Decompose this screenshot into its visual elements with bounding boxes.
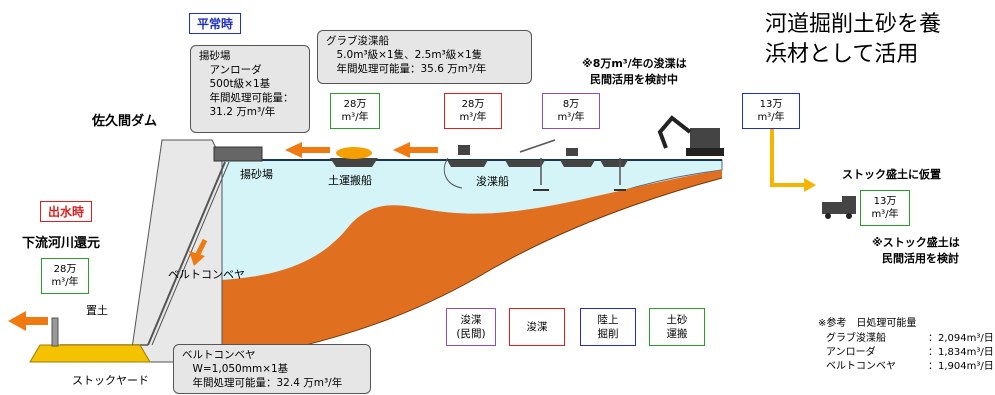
stock-temp-label: ストック盛土に仮置: [842, 168, 941, 181]
dam-label: 佐久間ダム: [92, 114, 158, 129]
volume-stock-unit: m³/年: [871, 209, 899, 220]
sand-plant-info-box: 揚砂場 アンローダ 500t級×1基 年間処理可能量： 31.2 万m³/年: [190, 45, 310, 133]
volume-box-downstream: 28万 m³/年: [41, 258, 89, 294]
volume-transport-unit: m³/年: [341, 112, 369, 123]
volume-box-land: 13万 m³/年: [742, 93, 800, 129]
transport-boat-label: 土運搬船: [328, 174, 372, 187]
volume-dredge-amount: 28万: [461, 99, 485, 110]
dam-body: [129, 139, 223, 363]
transport-boat-icon: [330, 158, 378, 167]
volume-private-unit: m³/年: [557, 112, 585, 123]
legend-transport: 土砂 運搬: [649, 308, 705, 346]
dredger-icons: [447, 145, 628, 167]
reference-title: ※参考 日処理可能量: [818, 318, 917, 329]
volume-box-stock: 13万 m³/年: [860, 190, 910, 226]
volume-land-amount: 13万: [759, 99, 783, 110]
flood-mode-label: 出水時: [40, 201, 93, 222]
flow-arrows: [8, 142, 438, 331]
normal-mode-label: 平常時: [189, 13, 242, 34]
placement-label: 置土: [86, 304, 108, 317]
truck-icon: [822, 196, 856, 219]
volume-box-transport: 28万 m³/年: [330, 93, 380, 129]
volume-box-private: 8万 m³/年: [542, 93, 600, 129]
sediment-deposit: [222, 170, 722, 362]
excavator-icon: [657, 115, 724, 156]
volume-land-unit: m³/年: [757, 112, 785, 123]
volume-private-amount: 8万: [562, 99, 580, 110]
legend-dredge: 浚渫: [509, 308, 565, 346]
conveyor-label: ベルトコンベヤ: [168, 268, 245, 281]
reference-row-3-name: ベルトコンベヤ: [826, 361, 896, 372]
reference-row-2-value: ：1,834m³/日: [928, 347, 994, 358]
reference-row-3-value: ：1,904m³/日: [928, 361, 994, 372]
sand-plant-label: 揚砂場: [240, 168, 273, 181]
reference-row-1-name: グラブ浚渫船: [826, 333, 886, 344]
stock-note-line2: 民間活用を検討: [882, 252, 959, 265]
reference-row-2-name: アンローダ: [826, 347, 876, 358]
volume-dredge-unit: m³/年: [459, 112, 487, 123]
legend-land-excavation: 陸上 掘削: [580, 308, 636, 346]
stockyard-ground: [29, 344, 151, 363]
volume-stock-amount: 13万: [873, 196, 897, 207]
stockyard-post: [51, 317, 59, 347]
stockyard-label: ストックヤード: [72, 374, 149, 387]
volume-transport-amount: 28万: [343, 99, 367, 110]
sand-plant-building: [213, 146, 263, 162]
legend-private-dredge: 浚渫 (民間): [446, 308, 496, 346]
reference-row-1-value: ：2,094m³/日: [928, 333, 994, 344]
arrow-to-stock: [770, 128, 806, 187]
private-dredge-note-line1: ※8万m³/年の浚渫は: [582, 57, 687, 70]
volume-downstream-amount: 28万: [53, 264, 77, 275]
headline-line2: 浜材として活用: [765, 42, 919, 67]
stock-note-line1: ※ストック盛土は: [872, 236, 960, 249]
headline-line1: 河道掘削土砂を養: [765, 12, 942, 37]
dredger-label: 浚渫船: [476, 175, 509, 188]
downstream-label: 下流河川還元: [22, 236, 101, 251]
belt-conveyor-line: [147, 161, 226, 346]
private-dredge-note-line2: 民間活用を検討中: [590, 73, 678, 86]
volume-downstream-unit: m³/年: [51, 277, 79, 288]
volume-box-dredge: 28万 m³/年: [444, 93, 502, 129]
grab-dredger-info-box: グラブ浚渫船 5.0m³級×1隻、2.5m³級×1隻 年間処理可能量：35.6 …: [317, 30, 532, 84]
conveyor-info-box: ベルトコンベヤ W=1,050mm×1基 年間処理可能量：32.4 万m³/年: [173, 344, 371, 394]
